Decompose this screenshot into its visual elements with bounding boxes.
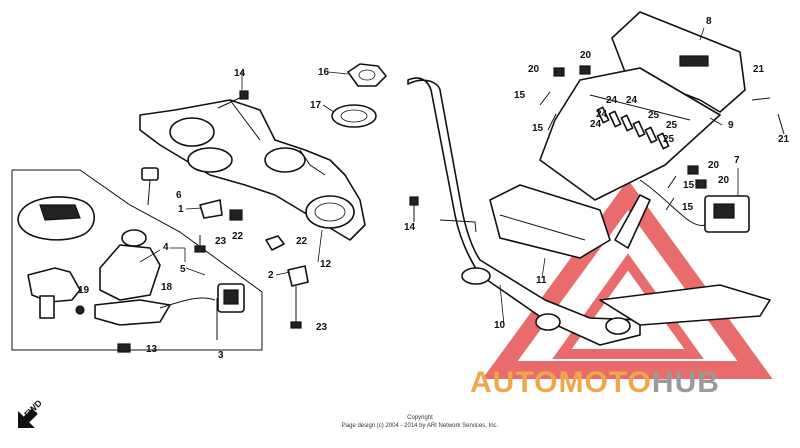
callout-19: 19 [78, 285, 90, 296]
callout-18: 18 [161, 282, 173, 293]
bolt-14-top [217, 90, 249, 109]
screws-15-20-21 [539, 65, 785, 211]
callout-25a: 25 [648, 110, 660, 121]
callout-2: 2 [268, 270, 274, 281]
leader-lines [139, 27, 739, 326]
callout-9: 9 [728, 120, 734, 131]
callout-12: 12 [320, 259, 332, 270]
copyright-line-1: Copyright [407, 415, 433, 421]
bolt-14-bottom [409, 196, 419, 222]
callout-4: 4 [163, 242, 169, 253]
callout-16: 16 [318, 67, 330, 78]
callout-8: 8 [706, 16, 712, 27]
nut-16 [347, 63, 387, 87]
callout-24d: 24 [590, 119, 602, 130]
callout-25c: 25 [663, 134, 675, 145]
callout-15c: 15 [683, 180, 695, 191]
indicator-base-9 [539, 67, 721, 201]
callout-22a: 22 [232, 231, 244, 242]
callout-20a: 20 [528, 64, 540, 75]
callout-7: 7 [734, 155, 740, 166]
callout-13: 13 [146, 344, 158, 355]
callout-15b: 15 [532, 123, 544, 134]
callout-6: 6 [176, 190, 182, 201]
callout-23a: 23 [215, 236, 227, 247]
cover-11 [489, 184, 611, 259]
callout-10: 10 [494, 320, 506, 331]
watermark-part-2: HUB [651, 366, 720, 399]
ignition-switch [11, 169, 263, 351]
watermark-part-1: AUTOMOTO [470, 366, 652, 399]
callout-24b: 24 [626, 95, 638, 106]
callout-11: 11 [536, 275, 547, 286]
copyright-notice: Copyright Page design (c) 2004 - 2014 by… [300, 414, 540, 430]
callout-25b: 25 [666, 120, 678, 131]
callout-3: 3 [218, 350, 224, 361]
watermark-logo: AUTOMOTOHUB [470, 366, 720, 400]
bulbs-24-25 [596, 106, 670, 150]
callout-17: 17 [310, 100, 322, 111]
callout-24c: 24 [596, 109, 608, 120]
callout-labels: 1 2 3 4 5 6 7 8 9 10 11 12 13 14 14 15 1… [78, 16, 790, 361]
washer-17 [331, 104, 377, 128]
key-6 [141, 167, 159, 206]
hardware-small [75, 199, 309, 353]
callout-14b: 14 [404, 222, 416, 233]
callout-15d: 15 [682, 202, 694, 213]
callout-20b: 20 [580, 50, 592, 61]
callout-14a: 14 [234, 68, 246, 79]
callout-1: 1 [178, 204, 184, 215]
callout-21a: 21 [753, 64, 765, 75]
callout-20d: 20 [718, 175, 730, 186]
callout-20c: 20 [708, 160, 720, 171]
callout-21b: 21 [778, 134, 790, 145]
callout-22b: 22 [296, 236, 308, 247]
handlebar-10 [407, 77, 771, 346]
callout-23b: 23 [316, 322, 328, 333]
connector-7 [639, 179, 750, 233]
top-bridge [139, 99, 366, 241]
callout-5: 5 [180, 264, 186, 275]
fwd-arrow-icon [18, 408, 38, 428]
callout-24a: 24 [606, 95, 618, 106]
callout-15a: 15 [514, 90, 526, 101]
copyright-line-2: Page design (c) 2004 - 2014 by ARI Netwo… [341, 423, 499, 429]
